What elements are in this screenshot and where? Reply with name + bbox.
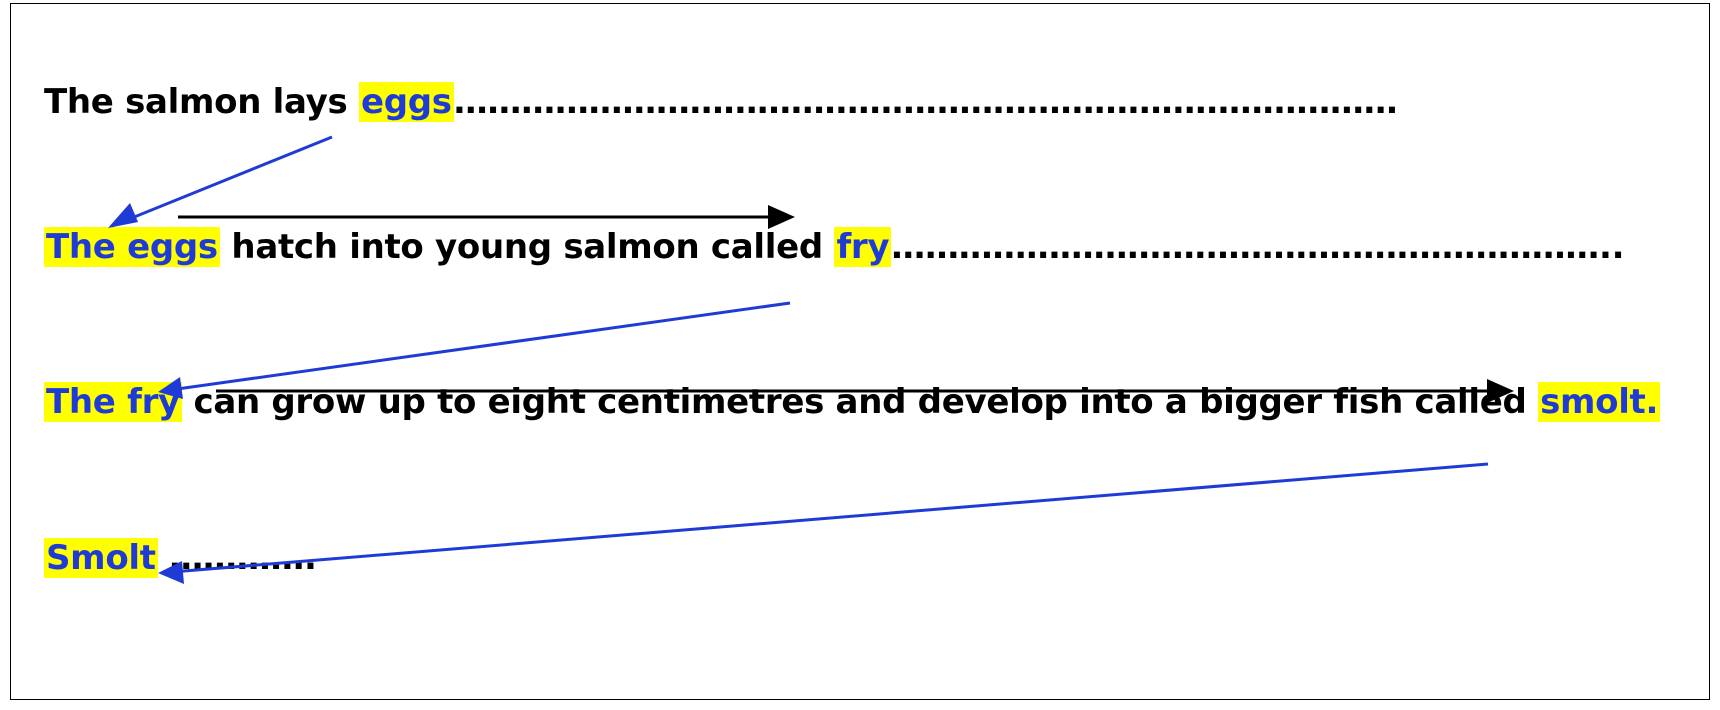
sentence-line-3: The fry can grow up to eight centimetres… [44,377,1661,427]
keyword-fry: fry [834,227,892,267]
lead-the-eggs: The eggs [44,227,220,267]
line-2-dots: ……………………………………………………….. [891,227,1625,267]
sentence-line-4: Smolt …………. [44,533,317,583]
line-1-dots: ………………………………………………………………………… [453,82,1398,122]
lead-the-fry: The fry [44,382,182,422]
line-1-text: The salmon lays [44,82,359,122]
keyword-eggs: eggs [358,82,454,122]
line-2-text: hatch into young salmon called [219,227,835,267]
sentence-line-2: The eggs hatch into young salmon called … [44,222,1625,272]
keyword-smolt: smolt. [1538,382,1661,422]
lead-smolt: Smolt [44,538,158,578]
sentence-line-1: The salmon lays eggs……………………………………………………… [44,77,1398,127]
line-4-dots: …………. [157,538,317,578]
line-3-text: can grow up to eight centimetres and dev… [181,382,1539,422]
